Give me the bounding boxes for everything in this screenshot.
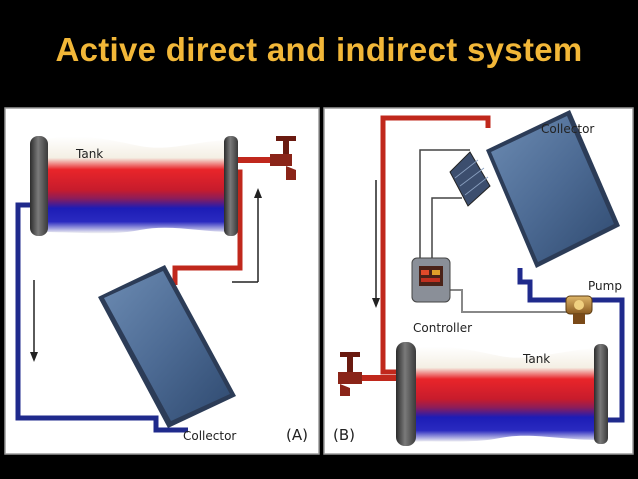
panel-a-up-arrow-icon: [232, 188, 262, 283]
panel-a: Tank Collector (A): [4, 107, 320, 455]
panel-b-tank-label: Tank: [522, 352, 550, 366]
panel-b-controller-wire-2: [431, 197, 462, 262]
panel-b-cold-pipe: [517, 268, 625, 423]
panel-a-collector: [98, 265, 236, 428]
panel-b-tag: (B): [333, 426, 355, 444]
panel-b-controller-label: Controller: [413, 321, 472, 335]
panel-b-down-arrow-icon: [372, 180, 380, 308]
panel-b-controller-icon: [411, 257, 451, 303]
panel-b-controller-wire-3: [445, 289, 572, 313]
panel-a-cold-pipe: [15, 202, 188, 433]
panel-a-collector-label: Collector: [183, 429, 236, 443]
panel-b-collector: [449, 110, 620, 268]
panel-a-tag: (A): [286, 426, 308, 444]
panel-a-down-arrow-icon: [30, 280, 38, 362]
panel-b-collector-label: Collector: [541, 122, 594, 136]
panel-b-tank: [396, 342, 608, 446]
panel-b-controller-wire-1: [419, 149, 470, 262]
panel-a-faucet-icon: [270, 136, 296, 180]
panel-a-tank-label: Tank: [75, 147, 103, 161]
panel-b: Collector Controller Pump Tank: [323, 107, 634, 455]
slide-title: Active direct and indirect system: [55, 31, 583, 68]
panel-b-pump-label: Pump: [588, 279, 622, 293]
panel-b-hot-pipe: [380, 115, 491, 375]
panel-b-faucet-icon: [338, 352, 362, 396]
panel-b-pump-icon: [565, 295, 593, 324]
panel-a-tank: [30, 136, 238, 236]
